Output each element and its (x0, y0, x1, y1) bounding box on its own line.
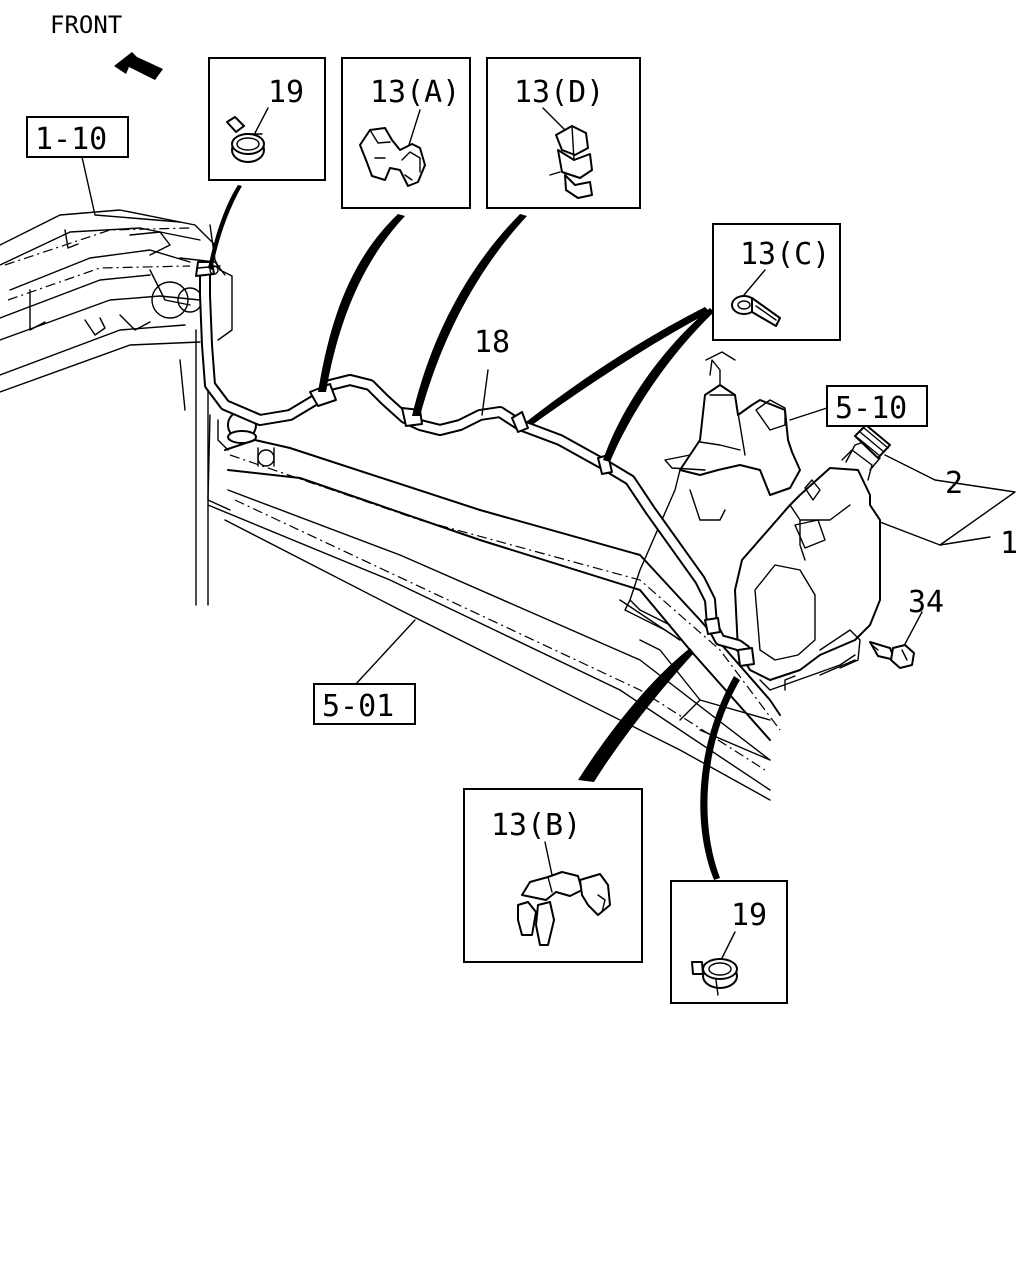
hose-18 (195, 261, 755, 667)
reservoir-tank (734, 424, 891, 691)
callout-label-19-top: 19 (268, 75, 304, 110)
callout-label-13a: 13(A) (370, 75, 460, 110)
callout-19-top[interactable]: 19 (208, 57, 326, 181)
callout-13d[interactable]: 13(D) (486, 57, 641, 209)
callout-label-13d: 13(D) (514, 75, 604, 110)
ref-label-5-10: 5-10 (835, 391, 907, 426)
leader-wedges (208, 185, 740, 880)
ref-label-5-01: 5-01 (322, 689, 394, 724)
double-clip-icon (359, 127, 426, 187)
filler-cap-icon (854, 424, 891, 459)
part-number-2: 2 (945, 466, 963, 501)
hose-clip-icon (731, 295, 781, 327)
part-number-18: 18 (474, 325, 510, 360)
leader-lines (81, 156, 1016, 686)
callout-label-13b: 13(B) (491, 808, 581, 843)
callout-label-19-bottom: 19 (731, 898, 767, 933)
hose-clamp-icon (226, 116, 265, 163)
front-label: FRONT (50, 11, 122, 39)
ref-box-5-01[interactable]: 5-01 (313, 683, 416, 725)
callout-13a[interactable]: 13(A) (341, 57, 471, 209)
part-number-1: 1 (1000, 526, 1018, 561)
ref-label-1-10: 1-10 (35, 122, 107, 157)
callout-13c[interactable]: 13(C) (712, 223, 841, 341)
callout-13b[interactable]: 13(B) (463, 788, 643, 963)
front-arrow-icon (114, 52, 163, 80)
support-bracket (624, 351, 801, 641)
ref-box-5-10[interactable]: 5-10 (826, 385, 928, 427)
stacked-clip-icon (549, 125, 593, 199)
ref-box-1-10[interactable]: 1-10 (26, 116, 129, 158)
callout-label-13c: 13(C) (740, 237, 830, 272)
part-number-34: 34 (908, 585, 944, 620)
bracket-clip-icon (517, 871, 611, 946)
chassis-rail (207, 439, 781, 801)
bolt-34-icon (869, 641, 915, 669)
callout-19-bottom[interactable]: 19 (670, 880, 788, 1004)
hose-clamp-icon (691, 958, 738, 996)
